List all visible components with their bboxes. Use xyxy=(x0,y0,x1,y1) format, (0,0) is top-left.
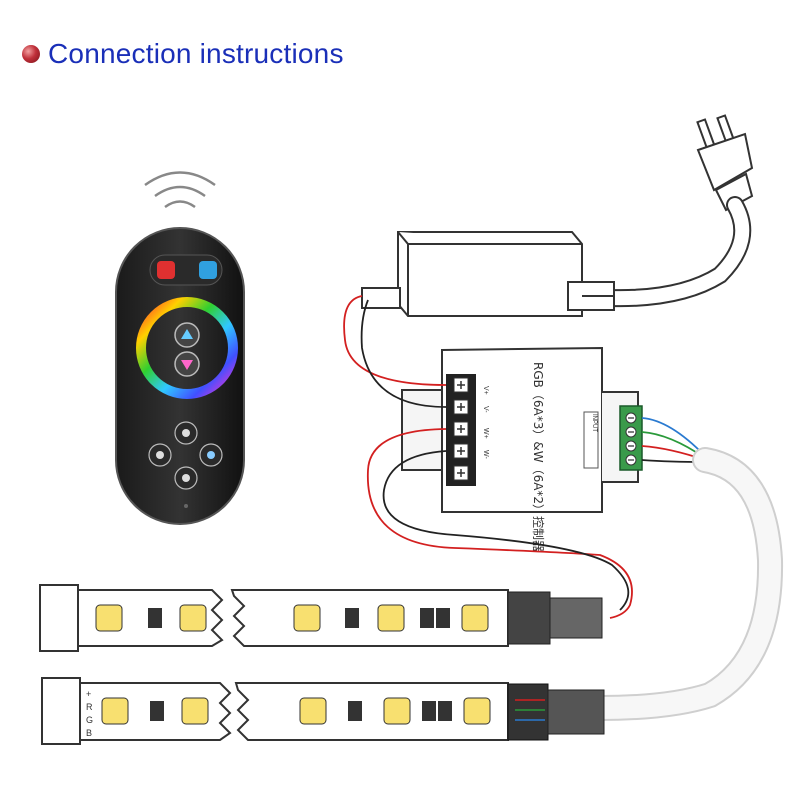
header: Connection instructions xyxy=(22,38,344,70)
power-icon xyxy=(157,261,175,279)
mode-icon xyxy=(199,261,217,279)
pin-label: + xyxy=(86,689,91,699)
controller-label: RGB（6A*3）&W（6A*2）控制器 xyxy=(531,362,545,552)
power-supply xyxy=(361,231,615,317)
bullet-icon xyxy=(22,45,40,63)
rgb-terminal-block xyxy=(619,405,643,471)
terminal-label: W+ xyxy=(482,428,489,439)
terminal-label: W- xyxy=(482,450,489,459)
led-strip-rgb: + R G B xyxy=(41,677,605,745)
terminal-label: V- xyxy=(482,406,489,413)
page-title: Connection instructions xyxy=(48,38,344,69)
ac-cable xyxy=(601,196,752,308)
rgb-label: INPUT xyxy=(591,414,597,432)
remote-control xyxy=(115,227,245,525)
pin-label: R xyxy=(86,702,93,712)
led-strip-white xyxy=(39,584,603,652)
pin-label: B xyxy=(86,728,92,738)
power-plug-icon xyxy=(696,114,754,212)
wireless-signal-icon xyxy=(144,171,216,209)
pin-label: G xyxy=(86,715,93,725)
terminal-label: V+ xyxy=(482,386,489,395)
color-wheel xyxy=(136,297,238,399)
controller: V+ V- W+ W- RGB（6A*3）&W（6A*2）控制器 INPUT xyxy=(401,346,643,552)
